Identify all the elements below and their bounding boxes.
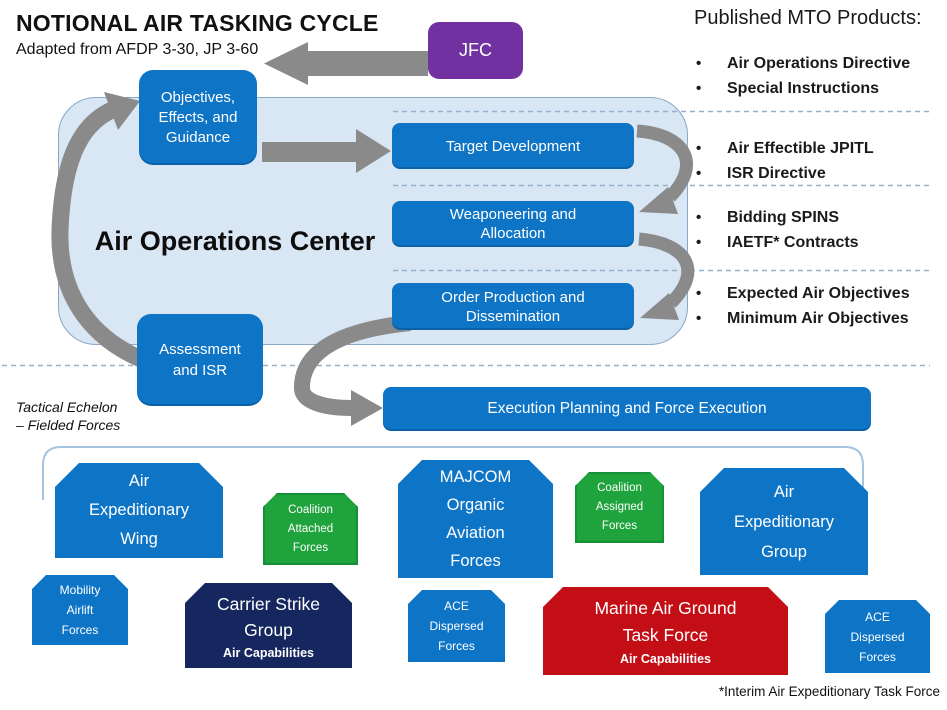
ace-dispersed-right-label: ACE Dispersed Forces	[850, 609, 905, 664]
mto-group: • Bidding SPINS • IAETF* Contracts	[696, 209, 940, 259]
carrier-strike-group-label: Carrier Strike Group	[216, 593, 321, 640]
mto-products-heading: Published MTO Products:	[694, 7, 922, 29]
mto-item: • Special Instructions	[696, 80, 940, 105]
mto-item-label: Expected Air Objectives	[727, 285, 910, 302]
coalition-attached-label: Coalition Attached Forces	[287, 503, 334, 554]
page-subtitle: Adapted from AFDP 3-30, JP 3-60	[16, 41, 259, 58]
mto-item: • Expected Air Objectives	[696, 285, 940, 310]
aoc-label: Air Operations Center	[94, 226, 376, 256]
mto-item-label: Air Effectible JPITL	[727, 140, 874, 157]
mto-item-label: ISR Directive	[727, 165, 826, 182]
tactical-echelon-line1: Tactical Echelon	[16, 399, 118, 415]
mto-item: • IAETF* Contracts	[696, 234, 940, 259]
weaponeering-label: Weaponeering and Allocation	[449, 206, 577, 242]
tactical-echelon-label: Tactical Echelon – Fielded Forces	[16, 398, 120, 434]
mto-item-label: IAETF* Contracts	[727, 234, 859, 251]
tactical-echelon-line2: – Fielded Forces	[16, 417, 121, 433]
majcom-organic-aviation-box: MAJCOM Organic Aviation Forces	[398, 460, 553, 578]
mto-group: • Air Operations Directive • Special Instr…	[696, 55, 940, 105]
air-expeditionary-group-label: Air Expeditionary Group	[734, 482, 834, 561]
assessment-label: Assessment and ISR	[159, 341, 241, 379]
air-expeditionary-group-box: Air Expeditionary Group	[700, 468, 868, 575]
mto-item: • Air Operations Directive	[696, 55, 940, 80]
coalition-attached-forces-box: Coalition Attached Forces	[263, 493, 358, 565]
jfc-to-aoc-arrow-icon	[264, 42, 428, 85]
execution-planning-label: Execution Planning and Force Execution	[487, 400, 767, 417]
air-expeditionary-wing-label: Air Expeditionary Wing	[89, 472, 189, 548]
bullet-icon: •	[696, 285, 702, 302]
mobility-airlift-label: Mobility Airlift Forces	[59, 583, 101, 637]
jfc-box: JFC	[428, 22, 523, 79]
mto-group: • Air Effectible JPITL • ISR Directive	[696, 140, 940, 190]
target-development-box: Target Development	[392, 123, 634, 169]
objectives-label: Objectives, Effects, and Guidance	[158, 88, 238, 146]
bullet-icon: •	[696, 310, 702, 327]
mto-item: • ISR Directive	[696, 165, 940, 190]
mto-item: • Minimum Air Objectives	[696, 310, 940, 335]
bullet-icon: •	[696, 165, 702, 182]
objectives-effects-guidance-box: Objectives, Effects, and Guidance	[139, 70, 257, 165]
mobility-airlift-forces-box: Mobility Airlift Forces	[32, 575, 128, 645]
ace-dispersed-forces-right-box: ACE Dispersed Forces	[825, 600, 930, 673]
order-production-box: Order Production and Dissemination	[392, 283, 634, 330]
majcom-label: MAJCOM Organic Aviation Forces	[439, 468, 512, 570]
page-title: NOTIONAL AIR TASKING CYCLE	[16, 10, 379, 36]
bullet-icon: •	[696, 234, 702, 251]
bullet-icon: •	[696, 140, 702, 157]
air-expeditionary-wing-box: Air Expeditionary Wing	[55, 463, 223, 558]
magtf-subcaption: Air Capabilities	[620, 652, 711, 666]
ace-dispersed-forces-left-box: ACE Dispersed Forces	[408, 590, 505, 662]
coalition-assigned-label: Coalition Assigned Forces	[595, 482, 644, 532]
footnote: *Interim Air Expeditionary Task Force	[718, 684, 940, 699]
ace-dispersed-left-label: ACE Dispersed Forces	[429, 599, 484, 653]
marine-air-ground-task-force-box: Marine Air Ground Task Force Air Capabil…	[543, 587, 788, 675]
execution-planning-bar: Execution Planning and Force Execution	[383, 387, 871, 431]
assessment-isr-box: Assessment and ISR	[137, 314, 263, 406]
mto-item: • Bidding SPINS	[696, 209, 940, 234]
mto-item-label: Air Operations Directive	[727, 55, 911, 72]
bullet-icon: •	[696, 209, 702, 226]
weaponeering-allocation-box: Weaponeering and Allocation	[392, 201, 634, 247]
mto-item-label: Special Instructions	[727, 80, 880, 97]
mto-item: • Air Effectible JPITL	[696, 140, 940, 165]
bullet-icon: •	[696, 80, 702, 97]
mto-item-label: Minimum Air Objectives	[727, 310, 909, 327]
mto-group: • Expected Air Objectives • Minimum Air Ob…	[696, 285, 940, 335]
carrier-strike-group-box: Carrier Strike Group Air Capabilities	[185, 583, 352, 668]
mto-item-label: Bidding SPINS	[727, 209, 839, 226]
magtf-label: Marine Air Ground Task Force	[594, 598, 737, 645]
coalition-assigned-forces-box: Coalition Assigned Forces	[575, 472, 664, 543]
order-to-execution-arrowhead-icon	[351, 390, 383, 426]
target-development-label: Target Development	[445, 137, 581, 155]
carrier-strike-subcaption: Air Capabilities	[223, 645, 314, 660]
jfc-label: JFC	[459, 40, 492, 60]
order-production-label: Order Production and Dissemination	[441, 288, 585, 325]
bullet-icon: •	[696, 55, 702, 72]
